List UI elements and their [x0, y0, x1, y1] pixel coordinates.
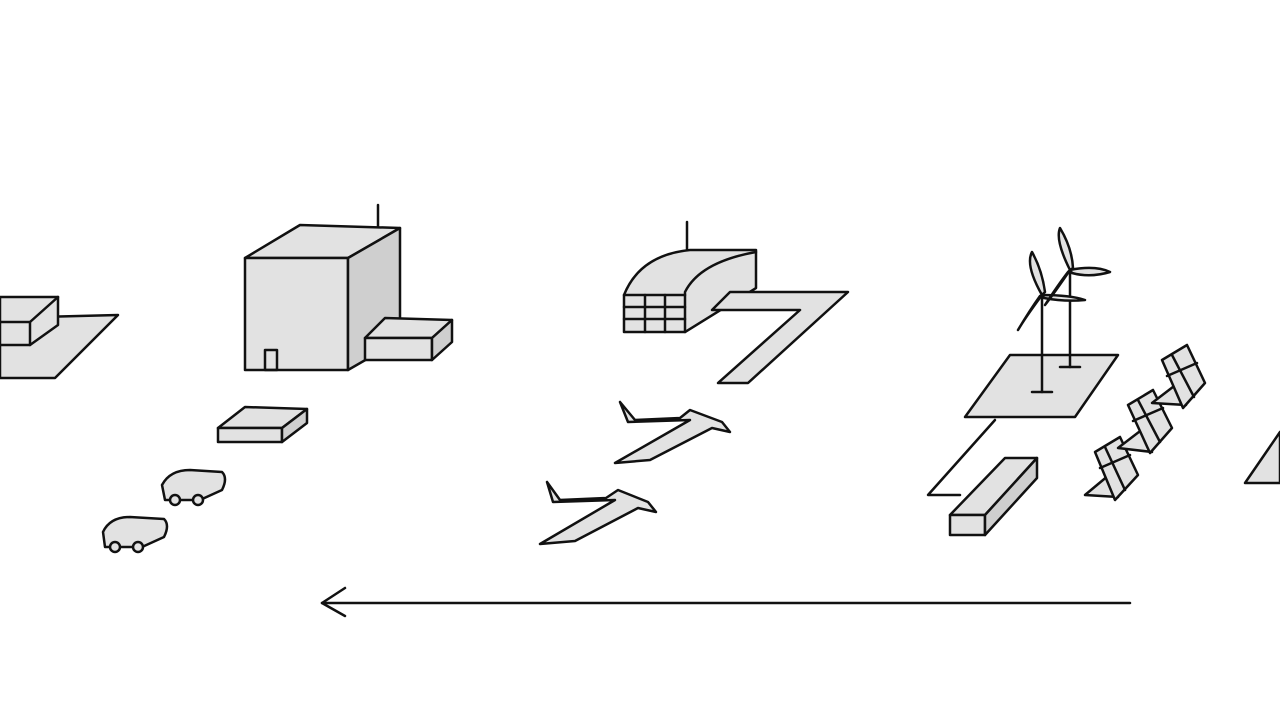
- airplane-icon: [613, 400, 732, 465]
- solar-panel-icon: [1083, 435, 1140, 502]
- wind-turbine-icon: [963, 226, 1120, 419]
- container-icon: [948, 456, 1039, 537]
- delivery-robot-icon: [160, 468, 227, 507]
- pallet-icon: [216, 405, 309, 444]
- solar-panel-icon: [1243, 430, 1280, 485]
- factory-building-icon: [243, 203, 454, 372]
- delivery-robot-icon: [101, 515, 169, 554]
- taxiway-icon: [710, 290, 850, 385]
- solar-panel-icon: [1116, 388, 1174, 455]
- airplane-icon: [538, 480, 658, 546]
- solar-panel-icon: [1150, 343, 1207, 410]
- direction-arrow-left-icon: [320, 586, 1132, 618]
- taxiway-icon: [926, 418, 997, 497]
- warehouse-icon: [0, 295, 120, 380]
- hangar-icon: [622, 220, 758, 334]
